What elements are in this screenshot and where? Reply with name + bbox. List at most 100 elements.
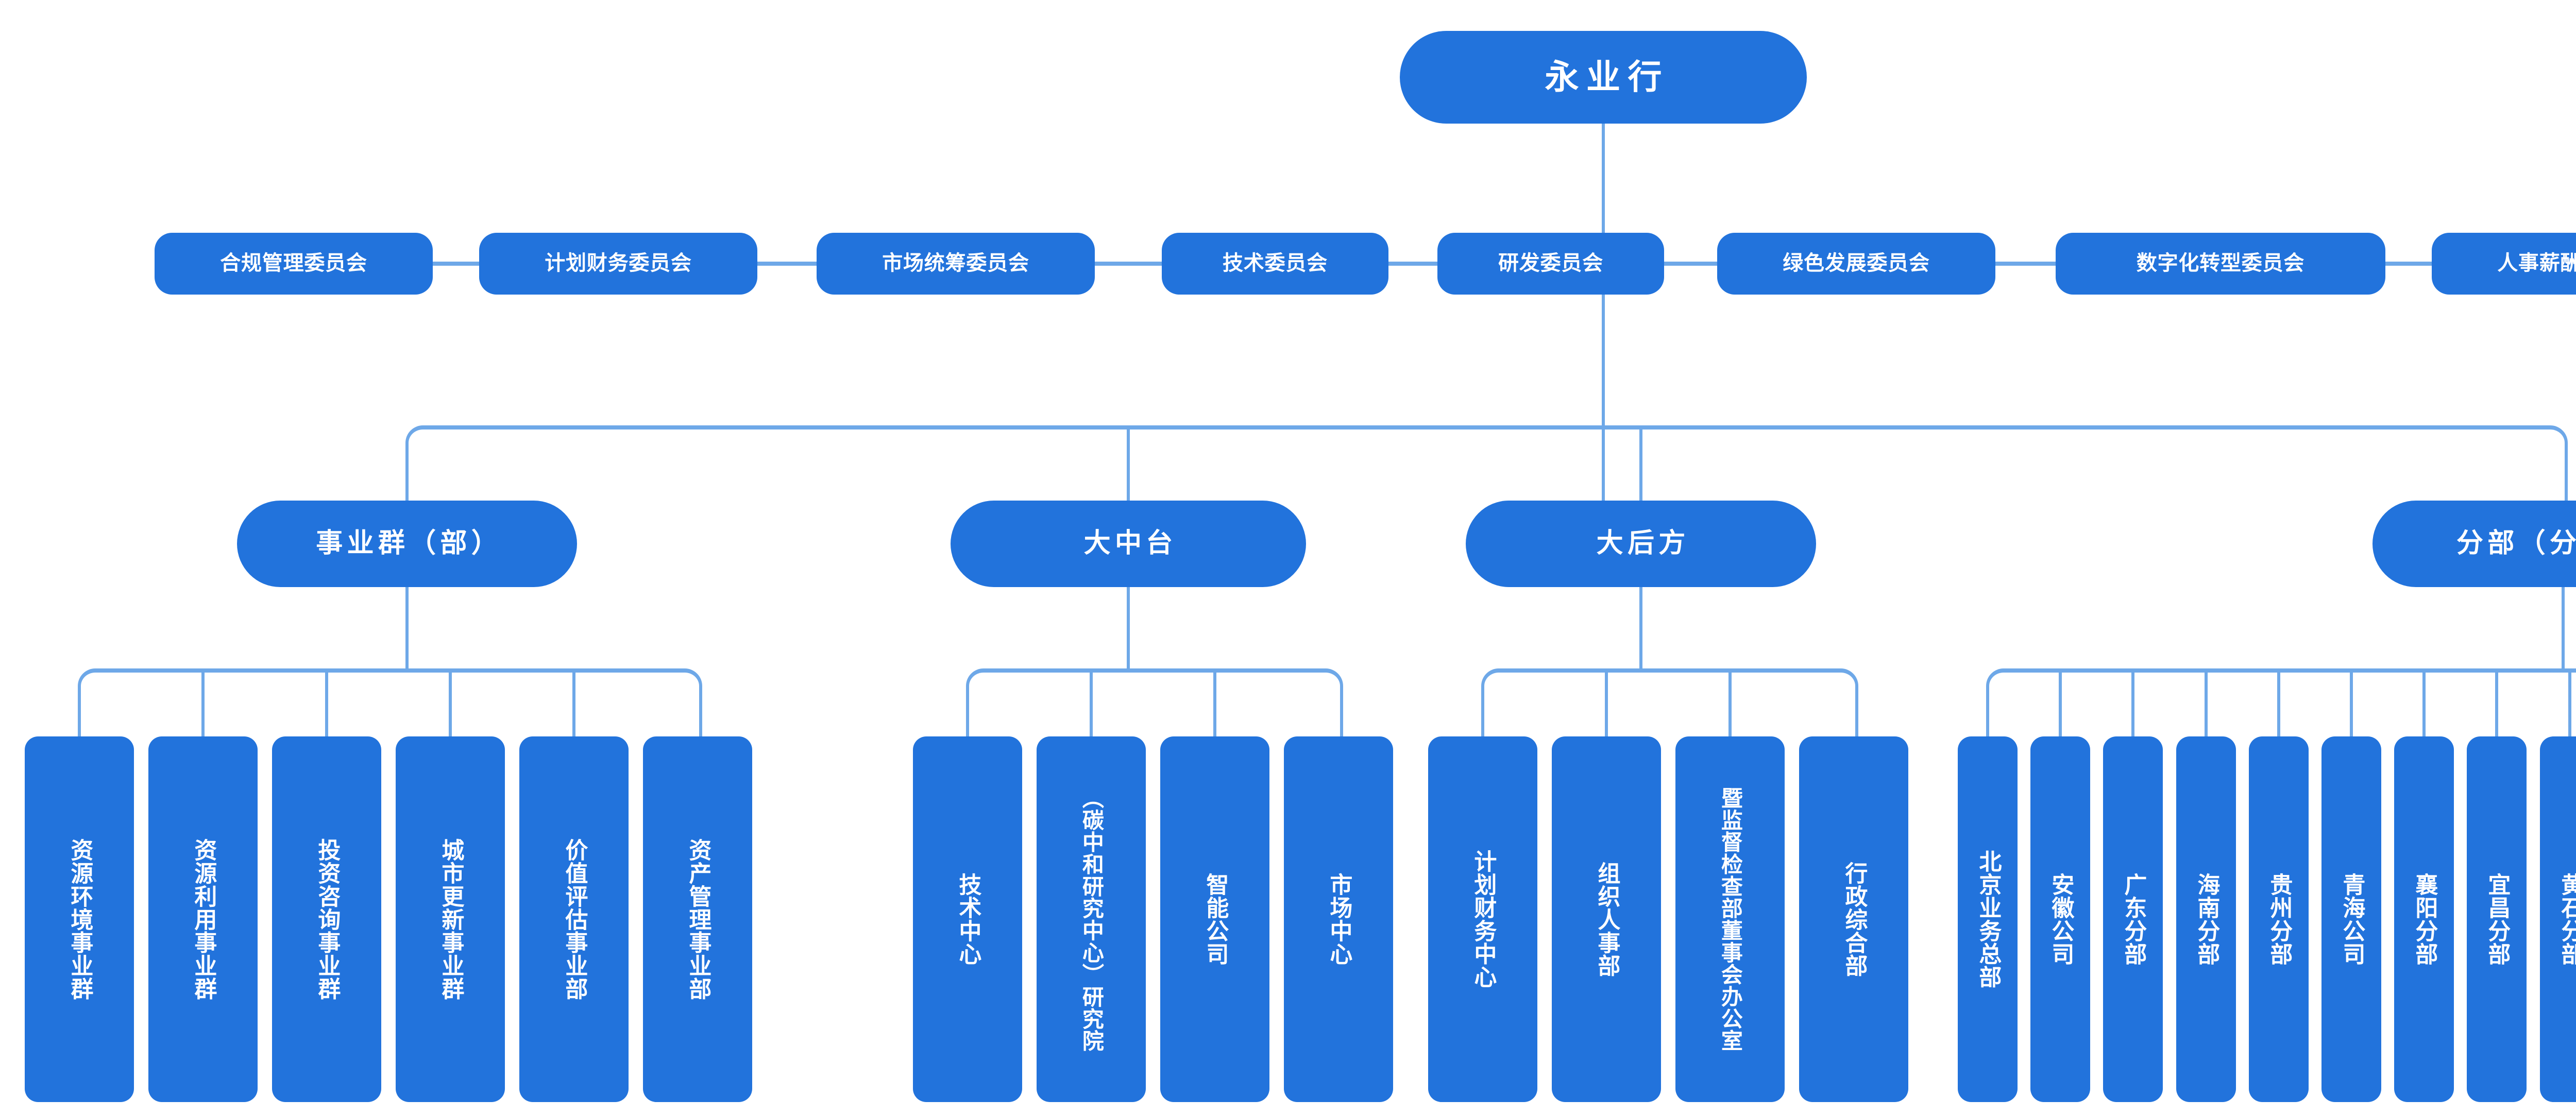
leaf-node-4-2[interactable]: 安徽公司: [2030, 736, 2090, 1102]
committee-node-8[interactable]: 人事薪酬委员会: [2432, 233, 2576, 295]
leaf-node-label: 技术中心: [955, 873, 981, 966]
committee-node-4[interactable]: 技术委员会: [1162, 233, 1388, 295]
connector-elbow-right: [680, 668, 702, 741]
group-header-label: 大后方: [1596, 528, 1690, 559]
connector-leaf-drop: [2277, 668, 2280, 736]
connector-leaf-drop: [2422, 668, 2426, 736]
leaf-node-4-7[interactable]: 襄阳分部: [2394, 736, 2454, 1102]
connector-leaf-drop: [2131, 668, 2134, 736]
connector-leaf-drop: [1605, 668, 1608, 736]
leaf-node-label: 行政综合部: [1841, 861, 1867, 977]
group-header-2[interactable]: 大中台: [951, 501, 1306, 587]
connector-committee-link: [1095, 262, 1162, 266]
connector-leaf-drop: [325, 668, 328, 736]
connector-elbow-left: [1986, 668, 2008, 741]
leaf-node-4-3[interactable]: 广东分部: [2103, 736, 2163, 1102]
committee-node-6[interactable]: 绿色发展委员会: [1717, 233, 1995, 295]
leaf-node-4-5[interactable]: 贵州分部: [2249, 736, 2309, 1102]
leaf-node-label: 市场中心: [1326, 873, 1352, 966]
connector-group-bus: [425, 425, 2546, 429]
leaf-node-label: 安徽公司: [2048, 873, 2074, 966]
group-header-3[interactable]: 大后方: [1466, 501, 1816, 587]
committee-node-label: 计划财务委员会: [545, 252, 692, 275]
connector-elbow-left: [966, 668, 988, 741]
connector-leaf-bus: [2005, 668, 2576, 673]
leaf-node-label: 海南分部: [2194, 873, 2219, 966]
committee-node-3[interactable]: 市场统筹委员会: [817, 233, 1095, 295]
leaf-node-label: 宜昌分部: [2484, 873, 2510, 966]
leaf-node-2-3[interactable]: 智能公司: [1160, 736, 1269, 1102]
root-node-label: 永业行: [1545, 58, 1670, 96]
group-header-1[interactable]: 事业群（部）: [237, 501, 577, 587]
root-node[interactable]: 永业行: [1400, 31, 1807, 124]
connector-root-stem: [1602, 124, 1605, 505]
connector-elbow-left: [405, 425, 428, 505]
connector-leaf-bus: [985, 668, 1321, 673]
connector-elbow-left: [78, 668, 100, 741]
leaf-node-4-6[interactable]: 青海公司: [2321, 736, 2381, 1102]
leaf-node-1-6[interactable]: 资产管理事业部: [643, 736, 752, 1102]
connector-leaf-drop: [201, 668, 205, 736]
committee-node-label: 技术委员会: [1223, 252, 1328, 275]
leaf-node-1-3[interactable]: 投资咨询事业群: [272, 736, 381, 1102]
leaf-node-2-1[interactable]: 技术中心: [913, 736, 1022, 1102]
connector-group-drop: [1127, 425, 1130, 501]
leaf-node-label-col: 董事会办公室: [1718, 919, 1743, 1052]
leaf-node-1-1[interactable]: 资源环境事业群: [25, 736, 134, 1102]
leaf-node-3-3[interactable]: 暨监督检查部董事会办公室: [1675, 736, 1785, 1102]
group-header-label: 事业群（部）: [316, 528, 503, 559]
leaf-node-4-8[interactable]: 宜昌分部: [2467, 736, 2527, 1102]
group-header-4[interactable]: 分部（分公司）: [2372, 501, 2576, 587]
leaf-node-label: 资源环境事业群: [67, 838, 93, 1001]
leaf-node-label: 资产管理事业部: [685, 838, 711, 1001]
committee-node-7[interactable]: 数字化转型委员会: [2056, 233, 2385, 295]
leaf-node-3-4[interactable]: 行政综合部: [1799, 736, 1908, 1102]
connector-group-stem: [1639, 587, 1642, 668]
connector-leaf-bus: [97, 668, 680, 673]
committee-node-2[interactable]: 计划财务委员会: [479, 233, 757, 295]
leaf-node-label: 黄石分部: [2557, 873, 2576, 966]
leaf-node-4-9[interactable]: 黄石分部: [2540, 736, 2576, 1102]
leaf-node-label: 资源利用事业群: [191, 838, 216, 1001]
connector-group-stem: [405, 587, 409, 668]
committee-node-label: 绿色发展委员会: [1783, 252, 1930, 275]
leaf-node-2-2[interactable]: （碳中和研究中心）研究院: [1037, 736, 1146, 1102]
leaf-node-label: 组织人事部: [1594, 861, 1620, 977]
connector-group-stem: [2562, 587, 2565, 668]
connector-committee-link: [1995, 262, 2056, 266]
committee-node-label: 市场统筹委员会: [882, 252, 1029, 275]
leaf-node-3-2[interactable]: 组织人事部: [1552, 736, 1661, 1102]
connector-elbow-right: [1321, 668, 1343, 741]
leaf-node-label: 广东分部: [2121, 873, 2146, 966]
connector-leaf-drop: [2205, 668, 2208, 736]
leaf-node-label: 价值评估事业部: [562, 838, 587, 1001]
connector-leaf-drop: [2495, 668, 2498, 736]
group-header-label: 分部（分公司）: [2456, 528, 2576, 559]
connector-group-stem: [1127, 587, 1130, 668]
leaf-node-1-4[interactable]: 城市更新事业群: [396, 736, 505, 1102]
leaf-node-4-4[interactable]: 海南分部: [2176, 736, 2236, 1102]
connector-leaf-drop: [2568, 668, 2571, 736]
committee-node-label: 数字化转型委员会: [2136, 252, 2305, 275]
leaf-node-1-5[interactable]: 价值评估事业部: [519, 736, 629, 1102]
committee-node-1[interactable]: 合规管理委员会: [155, 233, 433, 295]
connector-committee-link: [2385, 262, 2432, 266]
leaf-node-2-4[interactable]: 市场中心: [1284, 736, 1393, 1102]
leaf-node-label-col: 研究院: [1079, 985, 1104, 1052]
leaf-node-1-2[interactable]: 资源利用事业群: [148, 736, 258, 1102]
leaf-node-label: 襄阳分部: [2412, 873, 2437, 966]
committee-node-label: 研发委员会: [1498, 252, 1603, 275]
leaf-node-label: 青海公司: [2339, 873, 2365, 966]
connector-leaf-drop: [1090, 668, 1093, 736]
leaf-node-4-1[interactable]: 北京业务总部: [1958, 736, 2018, 1102]
connector-leaf-drop: [2059, 668, 2062, 736]
connector-leaf-drop: [449, 668, 452, 736]
leaf-node-label: 北京业务总部: [1975, 850, 2001, 989]
leaf-node-label: 城市更新事业群: [438, 838, 464, 1001]
connector-committee-link: [1664, 262, 1717, 266]
leaf-node-label: 贵州分部: [2266, 873, 2292, 966]
committee-node-5[interactable]: 研发委员会: [1437, 233, 1664, 295]
leaf-node-3-1[interactable]: 计划财务中心: [1428, 736, 1537, 1102]
connector-leaf-drop: [1213, 668, 1216, 736]
